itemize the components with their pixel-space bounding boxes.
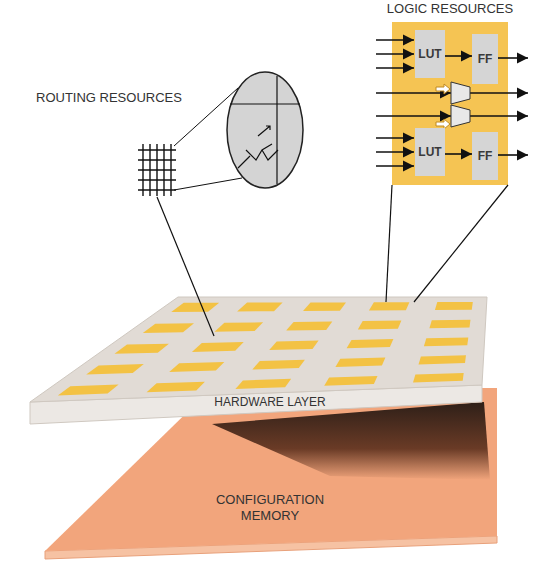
logic-cell: LUT — [415, 128, 445, 176]
block-title: LOGIC RESOURCES — [387, 2, 513, 16]
layer-label: CONFIGURATION MEMORY — [205, 492, 335, 524]
routing-grid — [138, 144, 176, 196]
input-wires — [376, 40, 451, 166]
shadow — [212, 402, 490, 480]
logic-tile — [115, 344, 169, 354]
cell-label: LUT — [418, 145, 441, 159]
select-arrow — [436, 84, 450, 129]
logic-tile — [413, 373, 464, 383]
logic-tile — [424, 338, 468, 347]
logic-tile — [286, 322, 332, 331]
logic-cell: FF — [472, 132, 498, 180]
cell-label: FF — [478, 52, 493, 66]
logic-tile — [169, 362, 224, 372]
logic-tile — [303, 302, 346, 311]
logic-tile — [324, 376, 377, 386]
logic-cell: LUT — [415, 30, 445, 78]
logic-tile — [192, 342, 244, 352]
logic-tile — [252, 360, 305, 370]
logic-cell: FF — [472, 34, 498, 84]
connector-arrow — [445, 55, 472, 57]
multiplexer — [451, 82, 470, 127]
zoom-ellipse — [227, 72, 303, 188]
logic-tile — [147, 382, 205, 393]
leader-line — [157, 185, 508, 336]
switch-symbol — [230, 76, 300, 184]
logic-tile — [269, 341, 318, 350]
logic-tile — [429, 320, 470, 329]
layer-plate: HARDWARE LAYER — [28, 292, 490, 428]
part-label: ROUTING RESOURCES — [36, 91, 182, 105]
logic-tile — [86, 364, 144, 375]
layer-label: HARDWARE LAYER — [214, 396, 325, 408]
connector-arrow — [445, 153, 472, 155]
logic-tile — [215, 322, 264, 331]
logic-tile — [358, 321, 402, 330]
logic-tile — [419, 355, 467, 364]
logic-block: LOGIC RESOURCESLUTFFLUTFF — [392, 22, 508, 185]
cell-label: FF — [478, 149, 493, 163]
logic-tile — [435, 302, 473, 310]
logic-tile — [58, 385, 119, 396]
logic-tile — [335, 357, 385, 367]
plate-top — [45, 388, 497, 551]
cell-label: LUT — [418, 47, 441, 61]
logic-tile — [347, 339, 394, 348]
logic-tile — [171, 303, 219, 312]
logic-tile — [143, 323, 194, 333]
logic-block — [392, 22, 508, 185]
logic-tile — [237, 303, 283, 312]
logic-tile — [235, 379, 291, 389]
logic-tile — [369, 302, 410, 310]
plate-top — [30, 297, 487, 402]
